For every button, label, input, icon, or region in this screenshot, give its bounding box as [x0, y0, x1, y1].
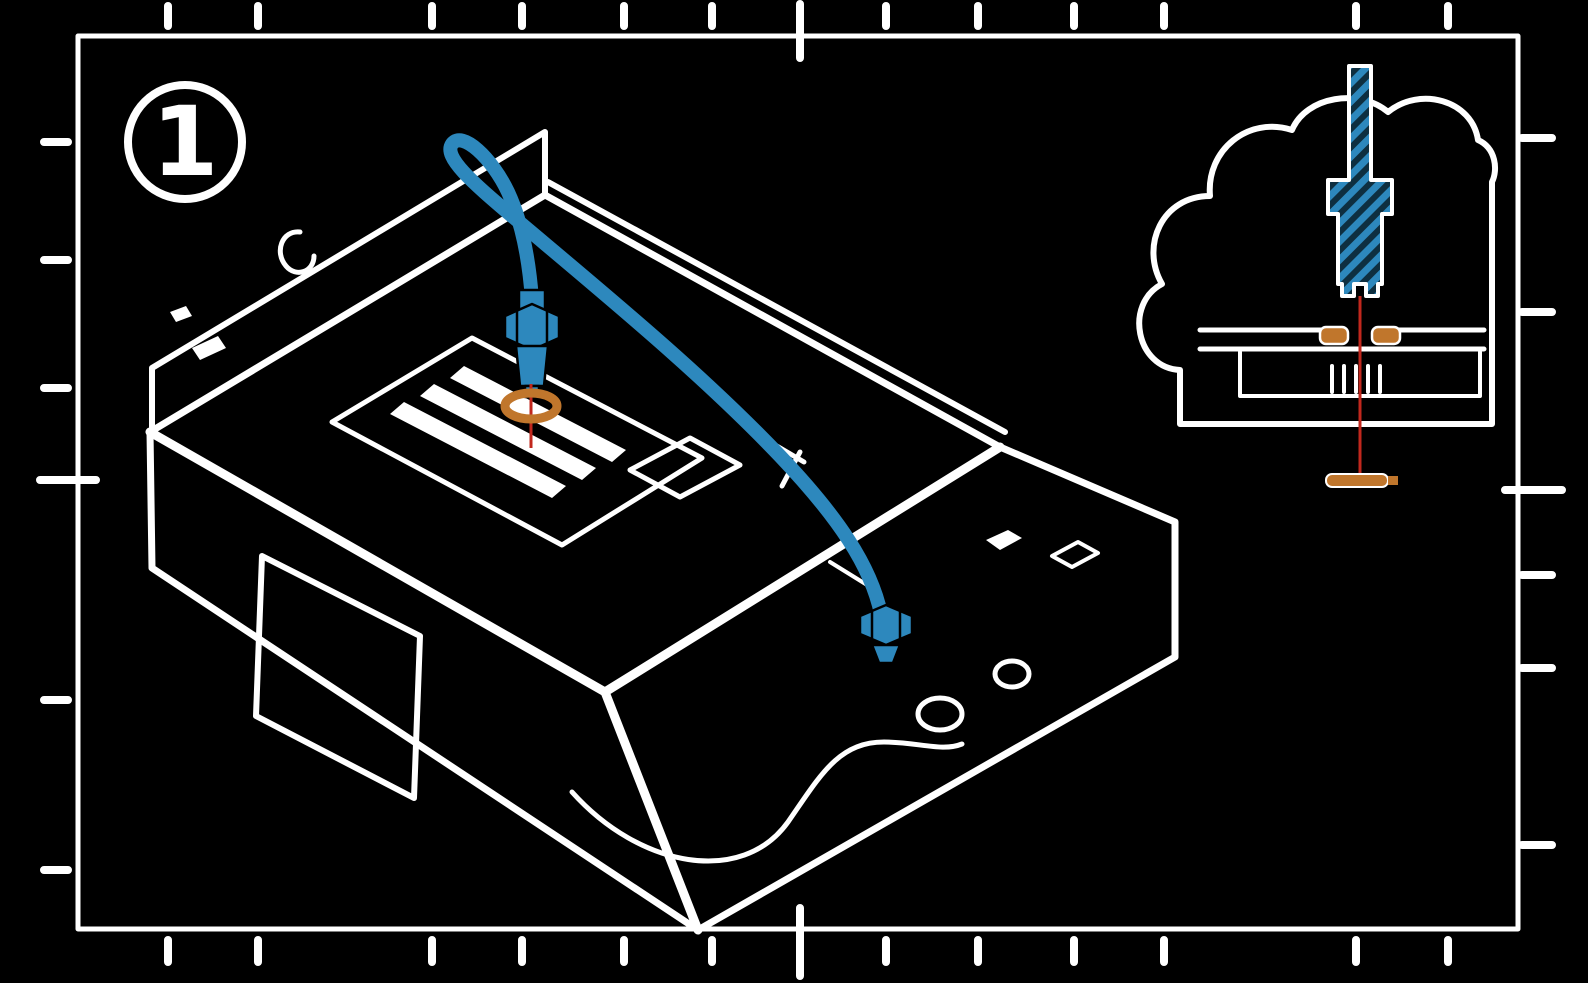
- inset-washer-top-right: [1370, 325, 1402, 346]
- machine-top-tray: [329, 335, 705, 548]
- fitting-right-facet-lines: [870, 610, 902, 640]
- machine-vent-slots: [390, 366, 626, 498]
- machine-deck-edges: [145, 427, 1005, 935]
- machine-front-door: [253, 553, 423, 801]
- machine-knob-circle-small: [992, 658, 1032, 690]
- fitting-left-body: [514, 344, 550, 388]
- machine-deck-panel: [627, 435, 743, 500]
- machine-knob-circle: [915, 695, 965, 733]
- machine-line-art: [145, 129, 1179, 935]
- inset-plate-lines: [1197, 327, 1487, 352]
- machine-back-wall: [149, 129, 1008, 435]
- detail-inset: [1136, 95, 1498, 427]
- screw-section: [1326, 64, 1394, 298]
- alignment-guides: [529, 296, 1362, 476]
- inset-washer-bottom-tab: [1388, 476, 1398, 485]
- center-tick-marks: [36, 0, 1566, 980]
- washer-ring-left: [500, 388, 562, 424]
- tube-fitting-right: [858, 603, 914, 665]
- tube-fitting-left: [503, 288, 561, 399]
- machine-hook-detail: [277, 229, 317, 275]
- inset-washer-bottom: [1325, 473, 1389, 488]
- blue-parts: [503, 288, 914, 665]
- machine-silhouette: [146, 191, 1179, 934]
- white-line-art: [36, 0, 1566, 980]
- fitting-right-nut: [858, 603, 914, 647]
- step-badge-circle: [124, 81, 246, 203]
- crop-tick-marks: [40, 2, 1556, 966]
- fitting-right-tip: [870, 643, 902, 665]
- washers: [500, 325, 1402, 488]
- inset-washer-top-left: [1318, 325, 1350, 346]
- fitting-left-facet-lines: [515, 311, 549, 343]
- step-number: 1: [152, 86, 219, 198]
- inset-cloud-outline: [1136, 95, 1498, 427]
- ptfe-tube: [443, 133, 888, 621]
- machine-cable-line: [569, 739, 965, 864]
- fitting-left-nut: [503, 302, 561, 352]
